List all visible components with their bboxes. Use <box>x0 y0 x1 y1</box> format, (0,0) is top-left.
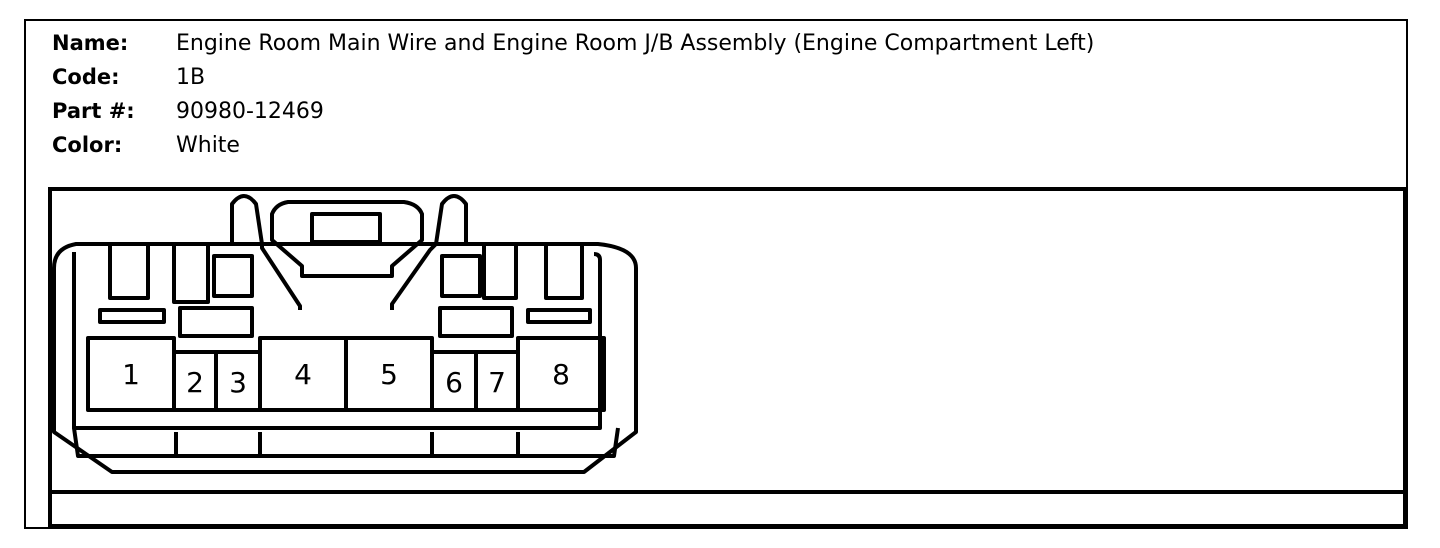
pin-label-6: 6 <box>445 366 463 399</box>
key-slot-3 <box>438 306 514 338</box>
pin-label-5: 5 <box>380 358 398 391</box>
code-label: Code: <box>52 65 120 89</box>
housing-inner <box>72 252 602 430</box>
connector-housing <box>52 194 638 474</box>
part-label: Part #: <box>52 99 135 123</box>
key-slot-2 <box>178 306 254 338</box>
housing-lip <box>72 427 620 458</box>
connector-info-sheet: Name: Engine Room Main Wire and Engine R… <box>24 19 1408 529</box>
color-label: Color: <box>52 133 123 157</box>
center-lock-sides <box>260 242 438 310</box>
center-lock-tab <box>310 212 382 244</box>
key-slot-1 <box>98 308 166 324</box>
top-profile-left <box>76 194 264 304</box>
name-value: Engine Room Main Wire and Engine Room J/… <box>176 31 1095 56</box>
latch-box-right <box>440 254 482 298</box>
diagram-frame <box>48 187 1407 528</box>
pin-label-2: 2 <box>186 366 204 399</box>
pin-label-4: 4 <box>294 358 312 391</box>
name-label: Name: <box>52 31 129 55</box>
pin-label-3: 3 <box>229 366 247 399</box>
pin-label-8: 8 <box>552 358 570 391</box>
code-value: 1B <box>176 65 206 90</box>
top-profile-right <box>434 194 598 300</box>
color-value: White <box>176 133 240 158</box>
pin-label-1: 1 <box>122 358 140 391</box>
part-value: 90980-12469 <box>176 99 324 124</box>
key-slot-4 <box>526 308 592 324</box>
latch-box-left <box>212 254 254 298</box>
pin-cell-8 <box>516 336 606 412</box>
pin-label-7: 7 <box>488 366 506 399</box>
center-lock-outline <box>270 200 424 278</box>
